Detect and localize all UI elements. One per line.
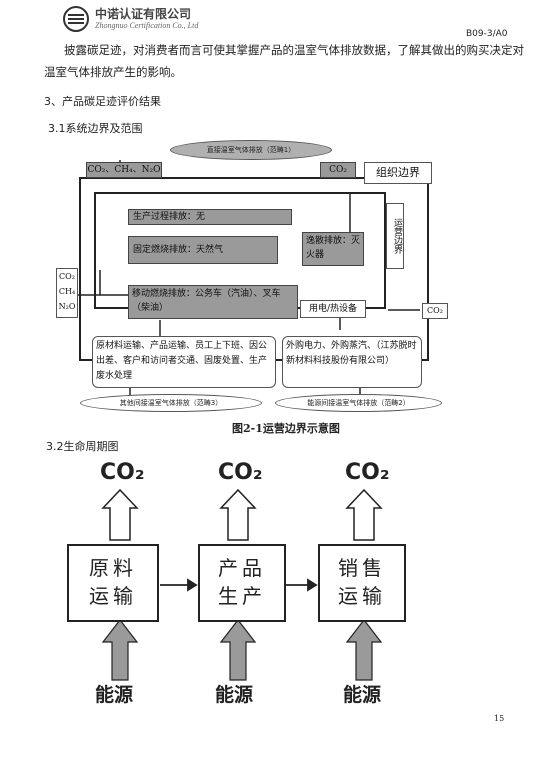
scope3-sources-box: 原材料运输、产品运输、员工上下班、因公出差、客户和访问者交通、固废处置、生产废水… [92, 336, 276, 388]
logo-icon [63, 6, 89, 32]
ghg-left-ch4: CH₄ [58, 287, 76, 296]
company-logo [63, 6, 89, 32]
stage-3-line-1: 销售 [338, 556, 386, 580]
paragraph-line-1: 披露碳足迹，对消费者而言可使其掌握产品的温室气体排放数据，了解其做出的购买决定对 [64, 43, 524, 57]
scope2-sources-box: 外购电力、外购蒸汽、（江苏脱时新材料科技股份有限公司） [282, 336, 422, 388]
ghg-left-co2: CO₂ [59, 272, 75, 281]
scope2-ellipse: 能源间接温室气体排放（范畴2） [275, 394, 442, 412]
process-emission-box: 生产过程排放：无 [128, 209, 292, 225]
stage-sales-transport: 销售 运输 [318, 544, 406, 622]
co2-label-3: CO₂ [345, 460, 390, 485]
stage-1-line-2: 运输 [89, 584, 137, 608]
electricity-equipment-box: 用电/热设备 [300, 300, 366, 318]
stage-2-line-2: 生产 [218, 584, 266, 608]
co2-top-box: CO₂ [320, 162, 356, 178]
energy-label-2: 能源 [215, 684, 254, 706]
org-boundary-label: 组织边界 [364, 162, 432, 184]
co2-label-2: CO₂ [218, 460, 263, 485]
energy-label-3: 能源 [343, 684, 382, 706]
fixed-combustion-box: 固定燃烧排放：天然气 [128, 236, 278, 264]
figure-caption: 图2-1运营边界示意图 [232, 422, 340, 435]
mobile-combustion-box: 移动燃烧排放：公务车（汽油）、叉车（柴油） [128, 285, 298, 319]
scope1-ellipse: 直接温室气体排放（范畴1） [170, 140, 332, 160]
ghg-left-n2o: N₂O [58, 302, 76, 311]
page-number: 15 [494, 714, 505, 723]
energy-label-1: 能源 [95, 684, 134, 706]
fugitive-emission-box: 逸散排放：灭火器 [302, 232, 364, 266]
section-heading-3-1: 3.1系统边界及范围 [48, 122, 143, 135]
co2-label-1: CO₂ [100, 460, 145, 485]
stage-3-line-2: 运输 [338, 584, 386, 608]
company-name-en: Zhongnuo Certification Co., Ltd [95, 21, 199, 30]
ops-boundary-label: 运营边界 [386, 203, 404, 269]
ghg-top-box: CO₂、CH₄、N₂O [86, 162, 162, 178]
stage-2-line-1: 产品 [218, 556, 266, 580]
stage-1-line-1: 原料 [89, 556, 137, 580]
paragraph-line-2: 温室气体排放产生的影响。 [44, 65, 182, 79]
stage-raw-material-transport: 原料 运输 [67, 544, 159, 622]
section-heading-3-2: 3.2生命周期图 [46, 440, 119, 453]
stage-product-production: 产品 生产 [198, 544, 286, 622]
company-name-cn: 中诺认证有限公司 [95, 7, 192, 21]
co2-right-box: CO₂ [422, 303, 448, 319]
document-number: B09-3/A0 [466, 29, 508, 39]
scope3-ellipse: 其他间接温室气体排放（范畴3） [80, 394, 262, 412]
ghg-left-box: CO₂ CH₄ N₂O [56, 268, 78, 318]
section-heading-3: 3、产品碳足迹评价结果 [44, 95, 161, 108]
